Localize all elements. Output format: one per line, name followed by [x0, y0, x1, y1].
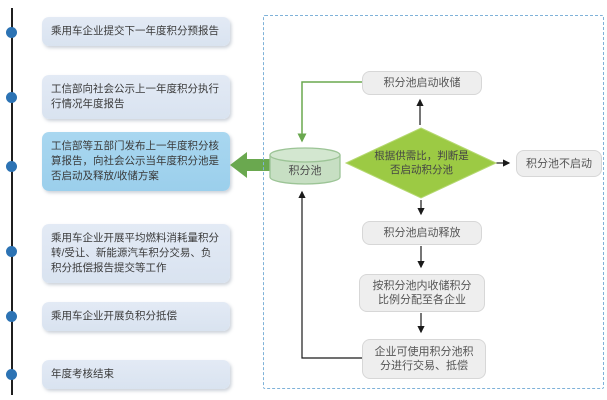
timeline-dot [6, 161, 17, 172]
node-pool-release: 积分池启动释放 [362, 221, 482, 245]
timeline-step-5: 乘用车企业开展负积分抵偿 [42, 302, 230, 331]
timeline-axis [11, 8, 13, 395]
timeline-step-2: 工信部向社会公示上一年度积分执行行情况年度报告 [42, 75, 230, 119]
timeline-dot [6, 369, 17, 380]
timeline-dot [6, 311, 17, 322]
node-pool-not-start: 积分池不启动 [516, 150, 602, 177]
flowchart-dashed-container [263, 15, 604, 389]
timeline-dot [6, 92, 17, 103]
left-pointing-arrow-icon [230, 152, 274, 178]
timeline-dot [6, 27, 17, 38]
node-distribute-credits: 按积分池内收储积分比例分配至各企业 [359, 274, 485, 312]
timeline-step-3-highlighted: 工信部等五部门发布上一年度积分核算报告，向社会公示当年度积分池是否启动及释放/收… [42, 132, 230, 191]
node-pool-collect: 积分池启动收储 [362, 71, 482, 95]
node-use-credits: 企业可使用积分池积分进行交易、抵偿 [362, 339, 486, 379]
timeline-dot [6, 246, 17, 257]
timeline-step-4: 乘用车企业开展平均燃料消耗量积分转/受让、新能源汽车积分交易、负积分抵偿报告提交… [42, 224, 230, 283]
timeline-step-6: 年度考核结束 [42, 360, 230, 389]
timeline-step-1: 乘用车企业提交下一年度积分预报告 [42, 17, 230, 46]
